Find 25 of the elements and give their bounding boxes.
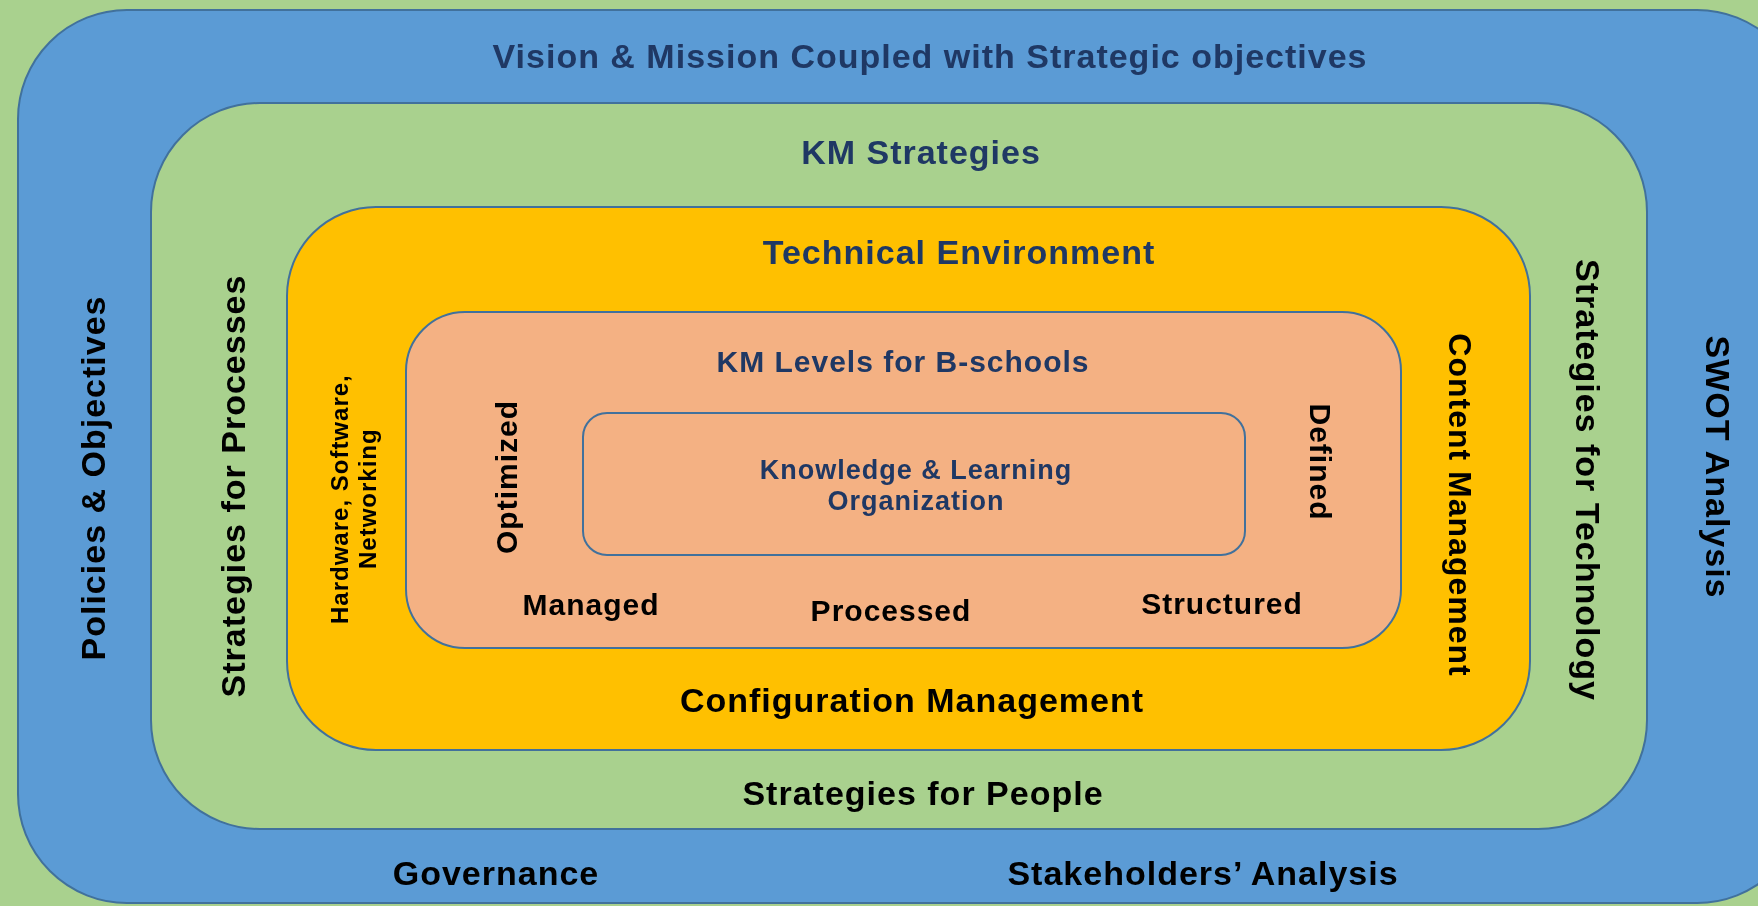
- side-label: Content Management: [1441, 333, 1479, 677]
- side-label: Strategies for Processes: [214, 274, 254, 698]
- side-label: SWOT Analysis: [1697, 335, 1737, 599]
- level-label: Optimized: [489, 400, 524, 554]
- side-label: Hardware, Software, Networking: [326, 373, 382, 626]
- side-label: Policies & Objectives: [74, 295, 114, 661]
- side-label: Strategies for Technology: [1567, 259, 1607, 701]
- core-rounded-box: [582, 412, 1246, 556]
- level-label: Managed: [522, 587, 660, 623]
- level-label: Structured: [1141, 586, 1303, 622]
- panel-heading: Vision & Mission Coupled with Strategic objectives: [492, 37, 1368, 77]
- bottom-label: Configuration Management: [679, 681, 1145, 721]
- level-label: Defined: [1303, 403, 1338, 521]
- bottom-label: Strategies for People: [742, 774, 1104, 814]
- panel-heading: KM Strategies: [801, 133, 1041, 173]
- bottom-label: Stakeholders’ Analysis: [1007, 854, 1399, 894]
- level-label: Processed: [810, 593, 972, 629]
- core-label: Knowledge & Learning Organization: [758, 454, 1074, 518]
- levels-rounded-panel: [405, 311, 1402, 649]
- bottom-label: Governance: [392, 854, 600, 894]
- panel-heading: KM Levels for B-schools: [716, 344, 1090, 380]
- environment-rounded-panel: [286, 206, 1531, 751]
- strategy-rounded-panel: [150, 102, 1648, 830]
- panel-heading: Technical Environment: [762, 233, 1156, 273]
- outer-rounded-panel: [17, 9, 1758, 904]
